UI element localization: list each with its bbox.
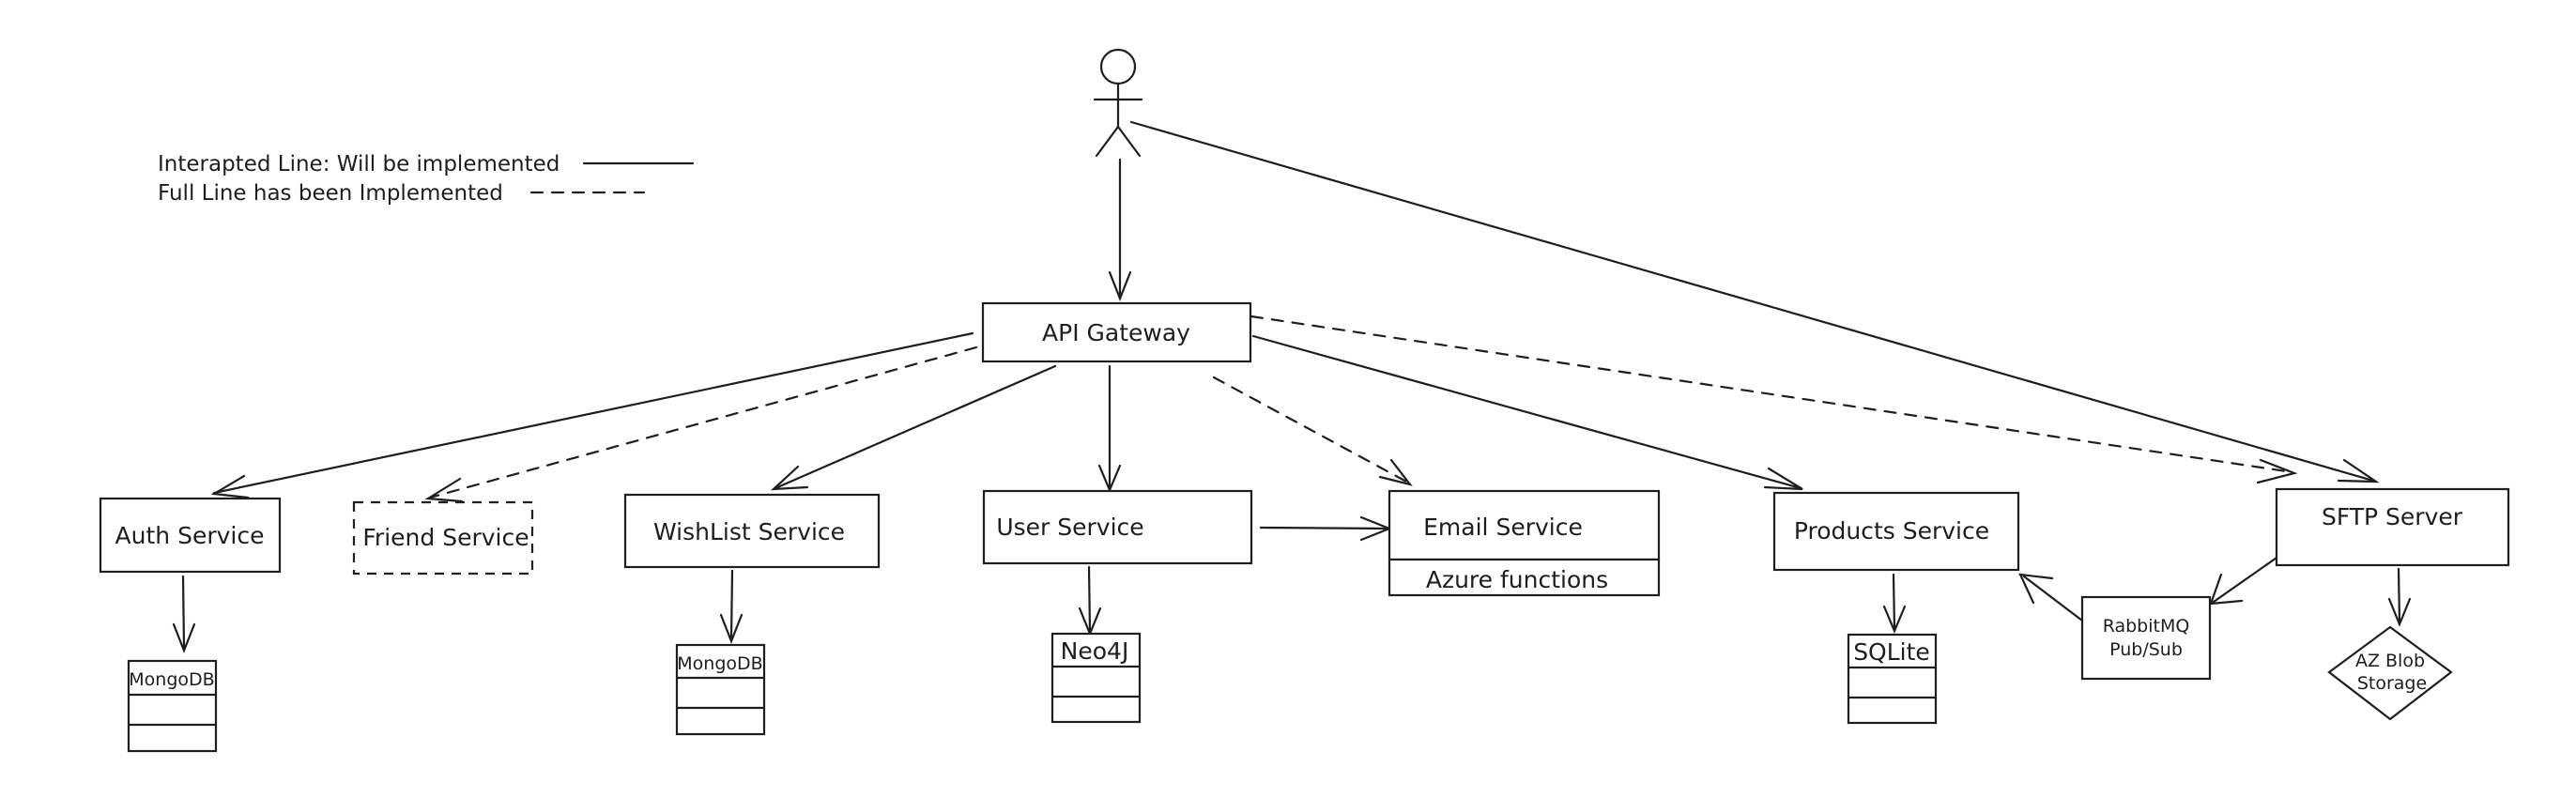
azure-functions-node[interactable]: Azure functions	[1388, 558, 1661, 597]
edge-user-to-sftp	[1129, 120, 2375, 483]
auth-service-node[interactable]: Auth Service	[99, 497, 282, 574]
mongodb-wishlist-label: MongoDB	[677, 653, 762, 674]
arrowhead	[424, 477, 464, 503]
api-gateway-label: API Gateway	[1042, 319, 1190, 346]
arrowhead	[2337, 458, 2380, 483]
email-service-node[interactable]: Email Service	[1388, 489, 1661, 561]
az-blob-storage-node[interactable]: AZ Blob Storage	[2327, 625, 2453, 721]
sqlite-label: SQLite	[1853, 638, 1930, 666]
products-service-label: Products Service	[1794, 517, 1989, 545]
edge-gateway-to-friend	[428, 345, 978, 499]
edge-gateway-to-email	[1212, 376, 1410, 484]
edge-auth-to-mongodb	[181, 575, 186, 650]
neo4j-table[interactable]: Neo4J	[1050, 632, 1142, 724]
neo4j-label: Neo4J	[1061, 637, 1129, 665]
sftp-server-label: SFTP Server	[2322, 503, 2463, 530]
edge-gateway-to-auth	[212, 331, 974, 495]
arrowhead	[719, 613, 744, 645]
arrowhead	[771, 465, 809, 491]
friend-service-node[interactable]: Friend Service	[352, 500, 534, 575]
arrowhead	[2018, 573, 2054, 605]
mongodb-wishlist-table[interactable]: MongoDB	[675, 643, 766, 736]
az-blob-label-line2: Storage	[2357, 673, 2427, 694]
az-blob-label-line1: AZ Blob	[2355, 651, 2425, 671]
email-service-label: Email Service	[1423, 514, 1583, 541]
rabbitmq-label-line2: Pub/Sub	[2109, 639, 2183, 660]
legend-interrupted-label: Interapted Line: Will be implemented	[158, 152, 560, 176]
auth-service-label: Auth Service	[115, 522, 265, 549]
arrowhead	[1108, 270, 1132, 302]
sqlite-table[interactable]: SQLite	[1847, 633, 1938, 725]
user-service-label: User Service	[996, 514, 1143, 541]
arrowhead	[1763, 467, 1803, 491]
legend-full-label: Full Line has been Implemented	[158, 181, 503, 206]
arrowhead	[1378, 458, 1413, 486]
edge-sftp-to-rabbitmq	[2212, 554, 2281, 604]
api-gateway-node[interactable]: API Gateway	[981, 301, 1252, 363]
edge-gateway-to-products	[1251, 334, 1802, 490]
wishlist-service-node[interactable]: WishList Service	[623, 493, 881, 569]
edge-rabbitmq-to-products	[2022, 575, 2088, 625]
edge-gateway-to-wishlist	[774, 364, 1057, 490]
sftp-server-node[interactable]: SFTP Server	[2275, 487, 2510, 567]
arrowhead	[2256, 458, 2298, 484]
edge-sftp-to-az-blob	[2397, 567, 2401, 623]
edge-user-service-to-neo4j	[1087, 565, 1092, 633]
user-actor-icon	[1093, 48, 1143, 158]
arrowhead	[172, 622, 196, 654]
friend-service-label: Friend Service	[362, 524, 529, 551]
rabbitmq-node[interactable]: RabbitMQ Pub/Sub	[2080, 595, 2212, 681]
wishlist-service-label: WishList Service	[653, 518, 845, 545]
rabbitmq-label-line1: RabbitMQ	[2103, 616, 2190, 637]
arrowhead	[2387, 597, 2412, 627]
edge-wishlist-to-mongodb	[729, 569, 734, 640]
arrowhead	[1882, 605, 1907, 634]
mongodb-auth-table[interactable]: MongoDB	[127, 659, 218, 753]
edge-user-service-to-email	[1259, 526, 1389, 530]
azure-functions-label: Azure functions	[1426, 566, 1608, 593]
mongodb-auth-label: MongoDB	[129, 669, 214, 690]
products-service-node[interactable]: Products Service	[1772, 491, 2020, 572]
legend: Interapted Line: Will be implemented Ful…	[158, 152, 695, 206]
connectors	[172, 120, 2412, 654]
user-service-node[interactable]: User Service	[982, 489, 1253, 565]
edge-gateway-to-sftp	[1250, 315, 2294, 474]
arrowhead	[210, 474, 250, 499]
